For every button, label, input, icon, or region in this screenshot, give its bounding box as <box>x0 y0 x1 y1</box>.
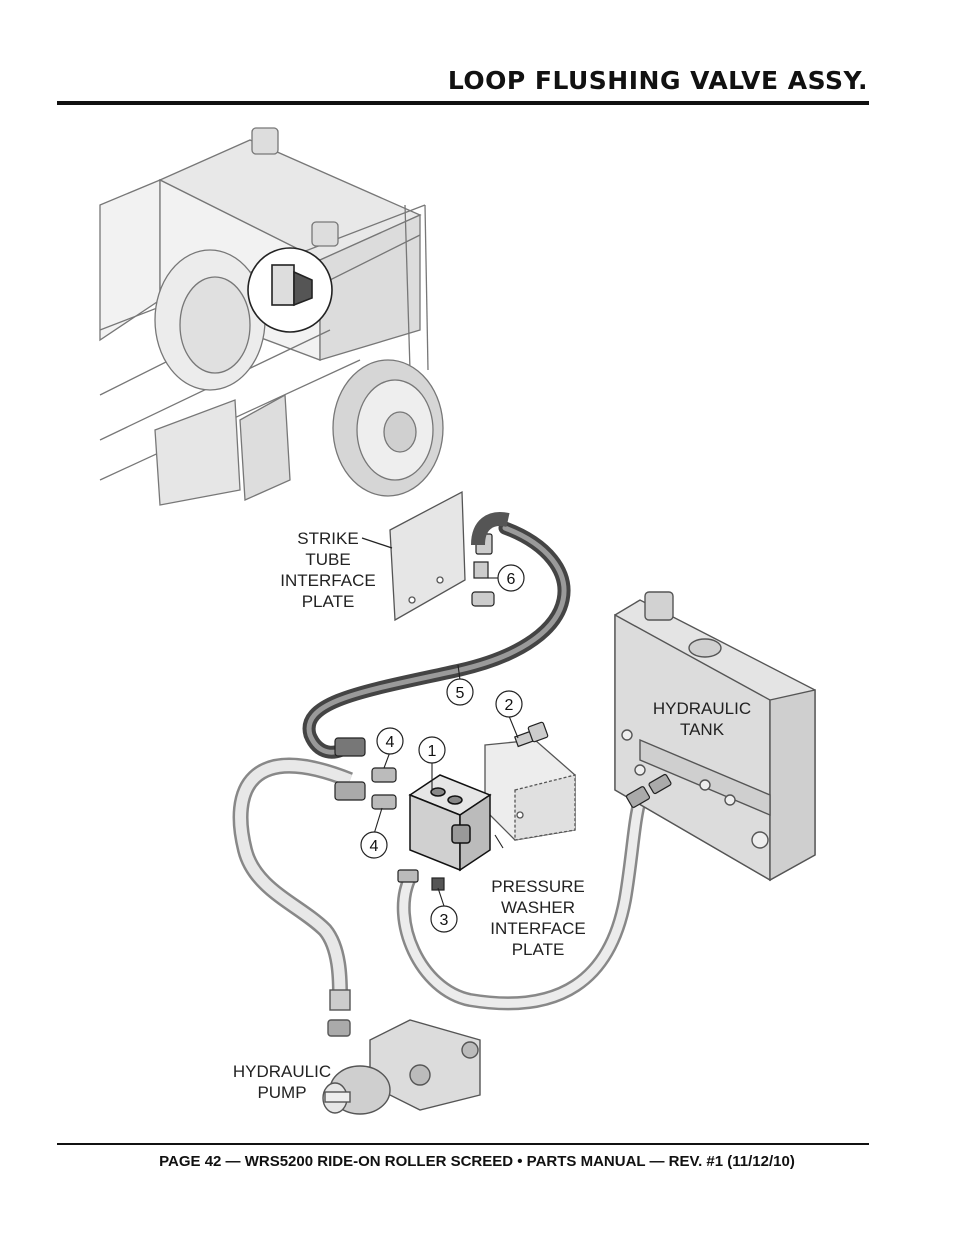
label-line: PLATE <box>511 940 565 959</box>
svg-text:4: 4 <box>386 734 395 751</box>
detail-circle <box>247 247 333 333</box>
svg-text:5: 5 <box>456 685 465 702</box>
label-line: TUBE <box>305 550 351 569</box>
label-line: PUMP <box>257 1083 307 1102</box>
label-line: HYDRAULIC <box>652 699 752 718</box>
label-hydraulic-pump: HYDRAULIC PUMP <box>222 1061 342 1103</box>
fitting-3 <box>397 869 445 891</box>
label-line: TANK <box>679 720 725 739</box>
svg-text:2: 2 <box>505 697 514 714</box>
bolt-2 <box>514 721 549 748</box>
svg-text:4: 4 <box>370 838 379 855</box>
callout-3: 3 <box>430 905 458 933</box>
label-line: PRESSURE <box>491 877 585 896</box>
callouts: 1 2 3 4 4 5 6 <box>360 564 525 933</box>
label-strike-tube-plate: STRIKE TUBE INTERFACE PLATE <box>268 528 388 612</box>
callout-6: 6 <box>497 564 525 592</box>
label-pressure-washer-plate: PRESSURE WASHER INTERFACE PLATE <box>478 876 598 960</box>
callout-1: 1 <box>418 736 446 764</box>
label-line: WASHER <box>501 898 575 917</box>
machine-frame <box>99 127 444 506</box>
valve-block <box>408 774 492 872</box>
label-hydraulic-tank: HYDRAULIC TANK <box>642 698 762 740</box>
label-line: PLATE <box>301 592 355 611</box>
callout-2: 2 <box>495 690 523 718</box>
svg-text:6: 6 <box>507 571 516 588</box>
callout-4-upper: 4 <box>376 727 404 755</box>
label-line: INTERFACE <box>490 919 586 938</box>
callout-5: 5 <box>446 678 474 706</box>
strike-tube-plate <box>361 490 466 622</box>
label-line: INTERFACE <box>280 571 376 590</box>
page-title: LOOP FLUSHING VALVE ASSY. <box>447 66 868 95</box>
hydraulic-tank <box>614 591 816 882</box>
leader-lines <box>373 577 519 907</box>
hydraulic-pump <box>322 989 481 1115</box>
label-line: HYDRAULIC <box>232 1062 332 1081</box>
label-line: STRIKE <box>297 529 359 548</box>
page-footer: PAGE 42 — WRS5200 RIDE-ON ROLLER SCREED … <box>159 1153 795 1170</box>
callout-4-lower: 4 <box>360 831 388 859</box>
footer-rule <box>57 1143 869 1145</box>
pressure-washer-plate <box>484 739 576 841</box>
svg-text:3: 3 <box>440 912 449 929</box>
svg-text:1: 1 <box>428 743 437 760</box>
tank-fittings <box>625 773 672 808</box>
hose-5-elbow <box>471 512 510 546</box>
header-rule <box>57 101 869 105</box>
